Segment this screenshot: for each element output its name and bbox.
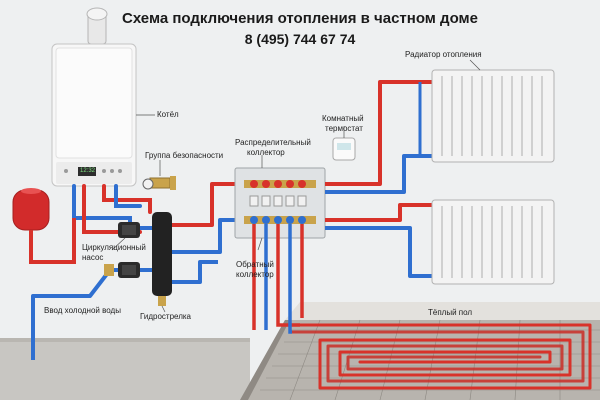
label-warm-floor: Тёплый пол bbox=[428, 308, 473, 317]
baseboard bbox=[0, 338, 250, 342]
separator-leader bbox=[161, 305, 166, 313]
label-cold-water: Ввод холодной воды bbox=[44, 306, 121, 315]
floor-loop-risers bbox=[252, 224, 304, 334]
boiler-button-icon bbox=[110, 169, 114, 173]
label-return-line1: Обратный bbox=[236, 260, 274, 269]
label-boiler: Котёл bbox=[157, 110, 179, 119]
return-leader bbox=[257, 237, 263, 251]
boiler-button-icon bbox=[118, 169, 122, 173]
phone-number: 8 (495) 744 67 74 bbox=[244, 31, 356, 47]
cold-water-valve-icon bbox=[104, 264, 114, 276]
manifold-valves bbox=[249, 180, 307, 224]
separator-drain-icon bbox=[158, 296, 166, 306]
floor-upper bbox=[285, 302, 600, 320]
label-pump-line2: насос bbox=[82, 253, 104, 262]
label-pump-line1: Циркуляционный bbox=[82, 243, 146, 252]
safety-group bbox=[142, 176, 176, 190]
label-return-line2: коллектор bbox=[236, 270, 274, 279]
tank-pipe bbox=[29, 218, 76, 264]
label-thermostat-line1: Комнатный bbox=[322, 114, 364, 123]
circulation-pump bbox=[118, 262, 140, 278]
boiler-button-icon bbox=[102, 169, 106, 173]
expansion-tank bbox=[12, 189, 50, 231]
boiler-display bbox=[78, 167, 96, 176]
boiler-knob-icon bbox=[64, 169, 68, 173]
hydraulic-separator bbox=[152, 212, 172, 296]
flue-cap bbox=[86, 7, 108, 21]
page-title: Схема подключения отопления в частном до… bbox=[122, 10, 478, 27]
radiator-leader bbox=[469, 59, 481, 71]
label-distribution-line2: коллектор bbox=[247, 148, 285, 157]
radiator-top bbox=[431, 69, 555, 163]
radiator-bottom bbox=[431, 199, 555, 285]
label-radiator: Радиатор отопления bbox=[405, 50, 482, 59]
radiator-pipes bbox=[325, 80, 432, 278]
pump-leader bbox=[111, 237, 126, 251]
manifold-feed-pipes bbox=[140, 182, 238, 284]
label-thermostat-line2: термостат bbox=[325, 124, 363, 133]
boiler-front bbox=[55, 47, 133, 159]
slab-edge bbox=[240, 320, 290, 400]
label-safety-group: Группа безопасности bbox=[145, 151, 224, 160]
floor-left bbox=[0, 340, 250, 400]
thermostat-screen bbox=[337, 143, 351, 150]
label-hydro-arrow: Гидрострелка bbox=[140, 312, 192, 321]
tank-top bbox=[21, 188, 41, 194]
boiler-display-text: 12:32 bbox=[80, 168, 96, 174]
label-distribution-line1: Распределительный bbox=[235, 138, 311, 147]
circulation-pump bbox=[118, 222, 140, 238]
warm-floor-loops bbox=[290, 323, 592, 390]
